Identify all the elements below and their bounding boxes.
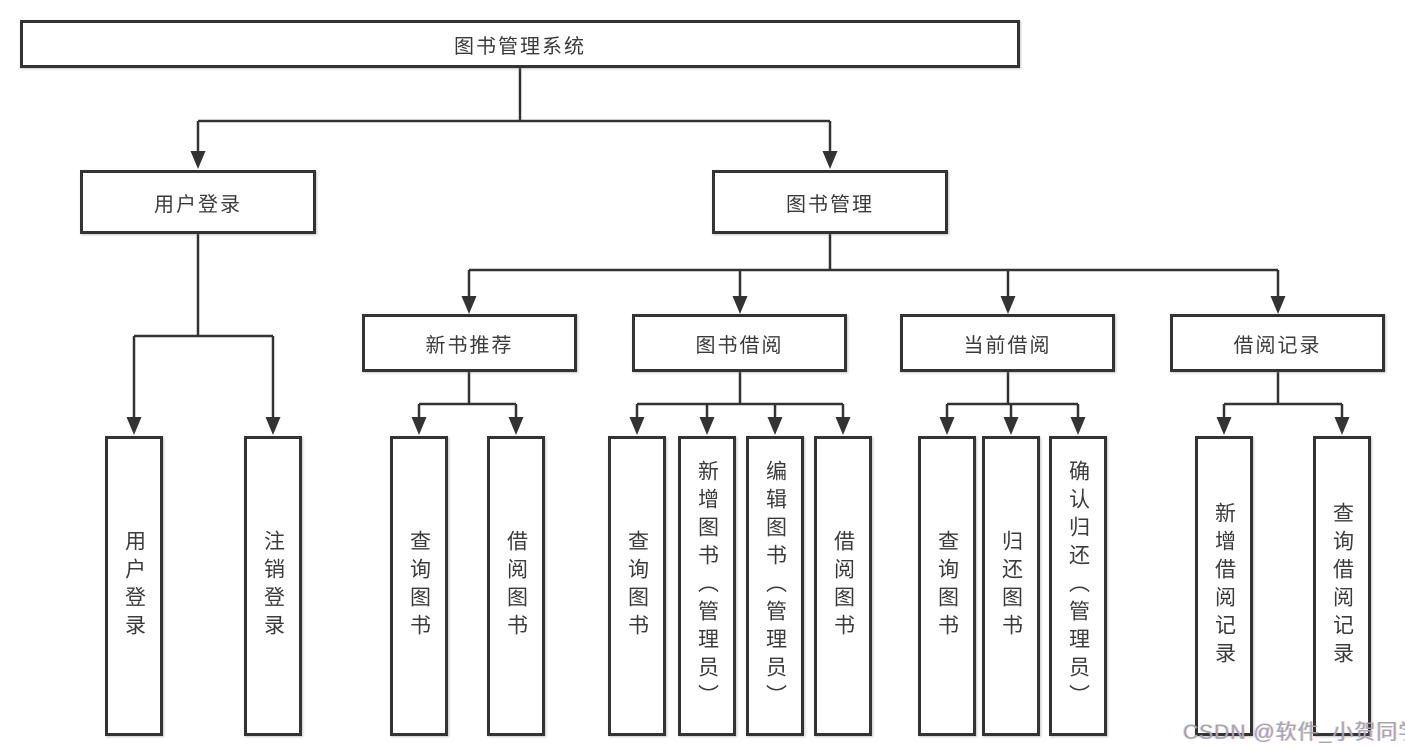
- node-borrowing-records: 借阅记录: [1170, 314, 1385, 372]
- leaf-records-add-borrow-record: 新增借阅记录: [1195, 436, 1253, 736]
- leaf-borrowing-borrow-books: 借阅图书: [814, 436, 872, 736]
- leaf-current-return-books: 归还图书: [982, 436, 1040, 736]
- node-book-borrowing: 图书借阅: [632, 314, 847, 372]
- node-label: 借阅记录: [1233, 334, 1322, 357]
- leaf-recommend-borrow-books: 借阅图书: [487, 436, 545, 736]
- leaf-current-query-books: 查询图书: [918, 436, 976, 736]
- leaf-user-login: 用户登录: [105, 436, 163, 736]
- leaf-logout: 注销登录: [244, 436, 302, 736]
- leaf-borrowing-edit-books-admin: 编辑图书（管理员）: [746, 436, 804, 736]
- node-new-book-recommendation: 新书推荐: [362, 314, 577, 372]
- arrowheads: [126, 151, 1350, 435]
- csdn-watermark: CSDN @软件_小贺同学: [1183, 721, 1405, 744]
- leaf-current-confirm-return-admin: 确认归还（管理员）: [1049, 436, 1107, 736]
- node-current-borrowing: 当前借阅: [900, 314, 1115, 372]
- node-library-management-system: 图书管理系统: [20, 20, 1020, 68]
- leaf-borrowing-query-books: 查询图书: [608, 436, 666, 736]
- node-label: 图书借阅: [695, 334, 784, 357]
- node-label: 新书推荐: [425, 334, 514, 357]
- leaf-recommend-query-books: 查询图书: [390, 436, 448, 736]
- leaf-borrowing-add-books-admin: 新增图书（管理员）: [678, 436, 736, 736]
- node-user-login: 用户登录: [80, 170, 316, 234]
- node-book-management: 图书管理: [712, 170, 948, 234]
- node-label: 图书管理: [786, 193, 874, 216]
- node-label: 图书管理系统: [454, 35, 586, 58]
- node-label: 用户登录: [154, 193, 242, 216]
- node-label: 当前借阅: [963, 334, 1052, 357]
- leaf-records-query-borrow-record: 查询借阅记录: [1313, 436, 1371, 736]
